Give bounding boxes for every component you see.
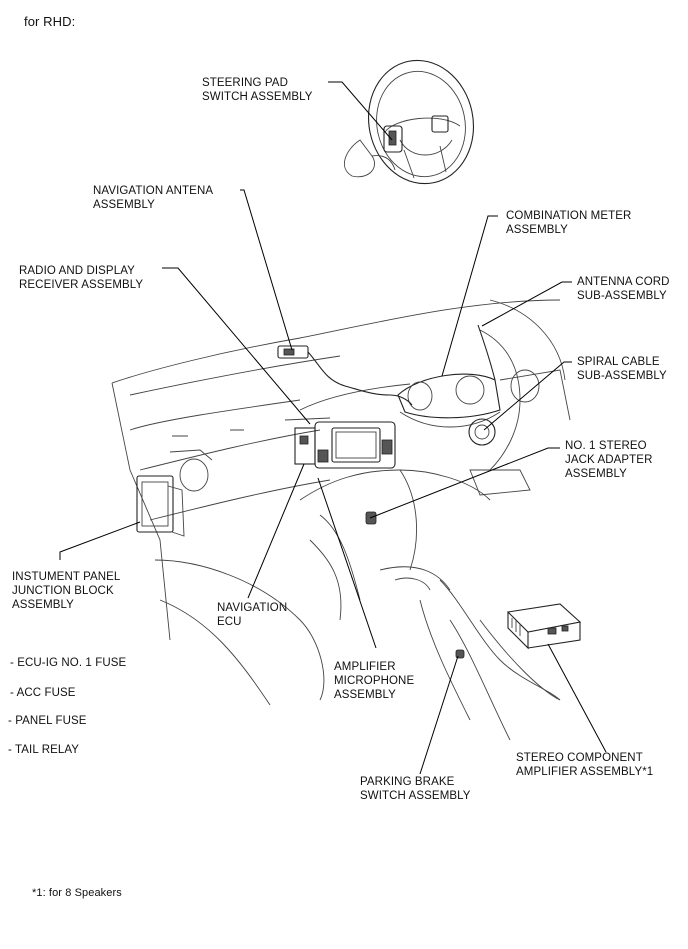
fuse-item: - PANEL FUSE: [8, 715, 87, 727]
label-antenna-cord: ANTENNA CORD SUB-ASSEMBLY: [577, 276, 670, 302]
label-radio-display-receiver: RADIO AND DISPLAY RECEIVER ASSEMBLY: [19, 265, 144, 291]
label-junction-block: INSTUMENT PANEL JUNCTION BLOCK ASSEMBLY: [12, 571, 121, 611]
leader-amp-mic: [317, 477, 377, 649]
label-parking-brake-switch: PARKING BRAKE SWITCH ASSEMBLY: [360, 776, 471, 802]
label-stereo-jack-adapter: NO. 1 STEREO JACK ADAPTER ASSEMBLY: [565, 440, 653, 480]
label-navigation-antenna: NAVIGATION ANTENA ASSEMBLY: [93, 185, 214, 211]
leader-spiral-cable: [483, 361, 572, 431]
leader-radio-display: [162, 267, 311, 425]
steering-wheel-illustration: [343, 59, 475, 185]
fuse-item: - ECU-IG NO. 1 FUSE: [10, 657, 127, 669]
diagram-header: for RHD:: [24, 14, 76, 29]
leader-steering-pad: [328, 81, 393, 141]
leader-lines: [59, 81, 607, 775]
leader-junction-block: [59, 521, 141, 560]
leader-antenna-cord: [481, 281, 572, 327]
leader-navigation-ecu: [247, 463, 305, 599]
label-amplifier-microphone: AMPLIFIER MICROPHONE ASSEMBLY: [334, 661, 415, 701]
leader-parking-brake: [419, 655, 459, 775]
leader-stereo-jack: [369, 447, 560, 519]
leader-combination-meter: [441, 215, 498, 377]
leader-nav-antenna: [240, 189, 293, 351]
leader-stereo-amp: [547, 643, 607, 753]
dashboard-illustration: [111, 299, 582, 741]
label-navigation-ecu: NAVIGATION ECU: [217, 602, 288, 628]
label-stereo-component-amplifier: STEREO COMPONENT AMPLIFIER ASSEMBLY*1: [516, 752, 654, 778]
footnote: *1: for 8 Speakers: [32, 887, 122, 899]
label-spiral-cable: SPIRAL CABLE SUB-ASSEMBLY: [577, 356, 667, 382]
fuse-item: - ACC FUSE: [10, 687, 76, 699]
label-steering-pad-switch: STEERING PAD SWITCH ASSEMBLY: [202, 77, 313, 103]
label-combination-meter: COMBINATION METER ASSEMBLY: [506, 210, 632, 236]
fuse-item: - TAIL RELAY: [8, 744, 80, 756]
